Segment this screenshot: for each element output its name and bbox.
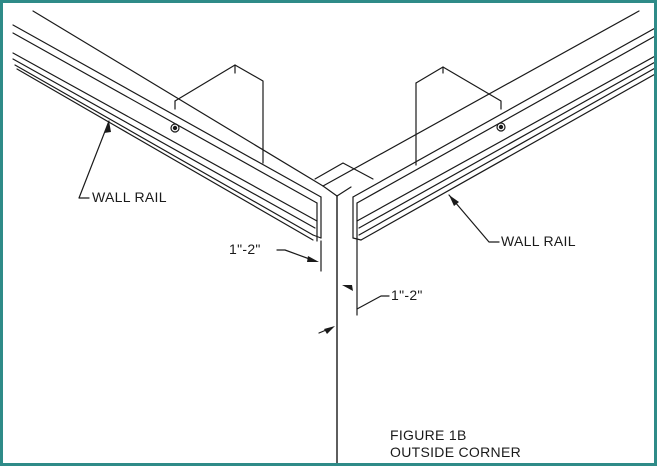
left-block <box>174 64 264 164</box>
right-gap-label: 1"-2" <box>391 287 423 303</box>
figure-caption: FIGURE 1B OUTSIDE CORNER <box>390 427 521 461</box>
left-wall-rail-label: WALL RAIL <box>92 189 167 205</box>
ceiling-edge <box>32 10 640 187</box>
left-wall-rail <box>12 24 322 242</box>
right-gap-dimension <box>318 240 390 334</box>
left-gap-dimension <box>276 240 322 272</box>
left-rail-leader <box>78 120 111 199</box>
right-block <box>415 66 502 166</box>
figure-title: OUTSIDE CORNER <box>390 444 521 460</box>
right-wall-rail <box>352 27 654 242</box>
left-gap-label: 1"-2" <box>229 241 261 257</box>
figure-number: FIGURE 1B <box>390 427 467 443</box>
right-rail-leader <box>448 194 500 243</box>
center-block <box>314 162 374 180</box>
wall-corner-edge <box>322 185 352 463</box>
corner-drawing <box>12 10 654 463</box>
right-wall-rail-label: WALL RAIL <box>501 233 576 249</box>
